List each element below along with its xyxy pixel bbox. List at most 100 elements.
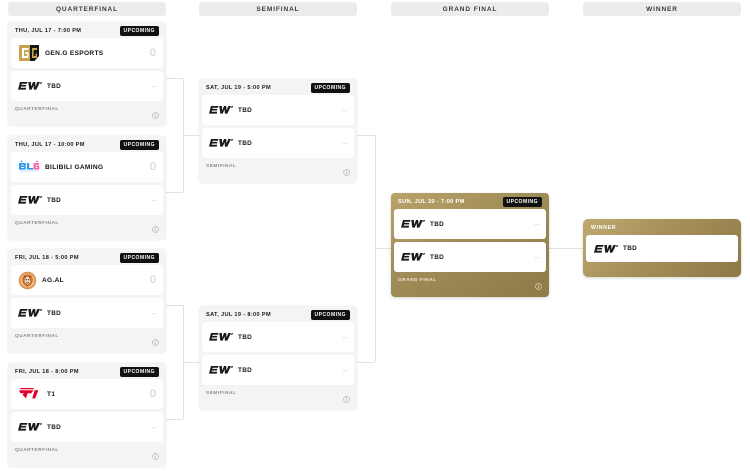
match-card-header: THU, JUL 17 - 10:00 PM UPCOMING [11, 139, 163, 152]
match-card-qf3[interactable]: FRI, JUL 18 - 5:00 PM UPCOMING [8, 249, 166, 353]
info-icon[interactable] [152, 333, 159, 346]
team-score: – [342, 105, 347, 115]
ewc-logo-icon [18, 308, 42, 318]
team-row[interactable]: GEN.G ESPORTS 0 [11, 38, 163, 68]
ewc-logo-icon [594, 244, 618, 254]
column-header-quarterfinal: QUARTERFINAL [8, 2, 166, 16]
info-icon[interactable] [152, 447, 159, 460]
geng-logo-icon [18, 44, 40, 62]
team-row[interactable]: T1 0 [11, 379, 163, 409]
team-name: TBD [238, 139, 253, 147]
team-row[interactable]: TBD – [202, 95, 354, 125]
round-label: QUARTERFINAL [15, 107, 59, 112]
team-row[interactable]: TBD – [202, 355, 354, 385]
status-badge: UPCOMING [119, 140, 159, 150]
info-icon[interactable] [535, 277, 542, 290]
connector-line [166, 419, 183, 420]
status-badge: UPCOMING [310, 310, 350, 320]
team-name: GEN.G ESPORTS [45, 49, 104, 57]
team-name: TBD [238, 333, 253, 341]
team-score: – [151, 308, 156, 318]
team-row[interactable]: TBD – [202, 322, 354, 352]
team-row[interactable]: TBD – [11, 185, 163, 215]
connector-line [166, 305, 183, 306]
team-score: – [151, 422, 156, 432]
team-name: TBD [47, 82, 62, 90]
column-header-label: QUARTERFINAL [55, 5, 119, 13]
match-card-sf2[interactable]: SAT, JUL 19 - 8:00 PM UPCOMING TBD – [199, 306, 357, 410]
match-card-header: SUN, JUL 20 - 7:00 PM UPCOMING [394, 196, 546, 209]
round-label: QUARTERFINAL [15, 334, 59, 339]
column-header-semifinal: SEMIFINAL [199, 2, 357, 16]
team-row[interactable]: BILIBILI GAMING 0 [11, 152, 163, 182]
team-row[interactable]: TBD – [394, 209, 546, 239]
match-card-header: FRI, JUL 18 - 5:00 PM UPCOMING [11, 252, 163, 265]
team-name: TBD [47, 309, 62, 317]
team-name: BILIBILI GAMING [45, 163, 104, 171]
round-label: GRAND FINAL [398, 278, 437, 283]
winner-label: WINNER [591, 225, 617, 231]
team-name: TBD [430, 253, 445, 261]
connector-line [549, 248, 583, 249]
team-row[interactable]: AG.AL 0 [11, 265, 163, 295]
status-badge: UPCOMING [119, 253, 159, 263]
team-name: TBD [430, 220, 445, 228]
t1-logo-icon [18, 387, 42, 401]
match-card-footer: SEMIFINAL [202, 388, 354, 403]
team-score: – [151, 195, 156, 205]
team-score: 0 [149, 47, 156, 59]
match-datetime: SAT, JUL 19 - 5:00 PM [206, 85, 271, 91]
match-card-footer: QUARTERFINAL [11, 218, 163, 233]
team-row[interactable]: TBD – [11, 71, 163, 101]
team-score: – [534, 252, 539, 262]
round-label: QUARTERFINAL [15, 448, 59, 453]
match-card-footer: GRAND FINAL [394, 275, 546, 290]
status-badge: UPCOMING [502, 197, 542, 207]
match-card-sf1[interactable]: SAT, JUL 19 - 5:00 PM UPCOMING TBD – [199, 79, 357, 183]
team-name: TBD [238, 366, 253, 374]
match-card-qf2[interactable]: THU, JUL 17 - 10:00 PM UPCOMING [8, 136, 166, 240]
team-row[interactable]: TBD [586, 235, 738, 262]
info-icon[interactable] [343, 163, 350, 176]
ewc-logo-icon [18, 422, 42, 432]
round-label: QUARTERFINAL [15, 221, 59, 226]
blg-logo-icon [18, 159, 40, 175]
team-name: TBD [238, 106, 253, 114]
team-name: AG.AL [42, 276, 65, 284]
match-card-qf4[interactable]: FRI, JUL 18 - 8:00 PM UPCOMING T1 0 [8, 363, 166, 467]
match-card-qf1[interactable]: THU, JUL 17 - 7:00 PM UPCOMING GEN.G ESP… [8, 22, 166, 126]
connector-line [183, 135, 199, 136]
info-icon[interactable] [152, 220, 159, 233]
ewc-logo-icon [209, 138, 233, 148]
info-icon[interactable] [343, 390, 350, 403]
info-icon[interactable] [152, 106, 159, 119]
match-card-footer: QUARTERFINAL [11, 331, 163, 346]
match-card-grandfinal[interactable]: SUN, JUL 20 - 7:00 PM UPCOMING TBD – [391, 193, 549, 297]
match-card-footer: SEMIFINAL [202, 161, 354, 176]
team-row[interactable]: TBD – [11, 412, 163, 442]
winner-card[interactable]: WINNER TBD [583, 219, 741, 277]
ewc-logo-icon [209, 105, 233, 115]
ewc-logo-icon [209, 332, 233, 342]
team-row[interactable]: TBD – [11, 298, 163, 328]
team-score: – [342, 365, 347, 375]
match-datetime: THU, JUL 17 - 7:00 PM [15, 28, 82, 34]
connector-line [166, 192, 183, 193]
ewc-logo-icon [209, 365, 233, 375]
ewc-logo-icon [18, 195, 42, 205]
round-label: SEMIFINAL [206, 391, 237, 396]
team-row[interactable]: TBD – [394, 242, 546, 272]
team-score: – [342, 332, 347, 342]
team-score: – [342, 138, 347, 148]
connector-line [183, 362, 199, 363]
match-card-header: SAT, JUL 19 - 5:00 PM UPCOMING [202, 82, 354, 95]
connector-line [375, 248, 391, 249]
match-datetime: SUN, JUL 20 - 7:00 PM [398, 199, 465, 205]
column-header-label: GRAND FINAL [442, 5, 498, 13]
match-card-header: SAT, JUL 19 - 8:00 PM UPCOMING [202, 309, 354, 322]
status-badge: UPCOMING [119, 367, 159, 377]
team-score: 0 [149, 388, 156, 400]
team-row[interactable]: TBD – [202, 128, 354, 158]
status-badge: UPCOMING [310, 83, 350, 93]
connector-line [357, 135, 375, 136]
